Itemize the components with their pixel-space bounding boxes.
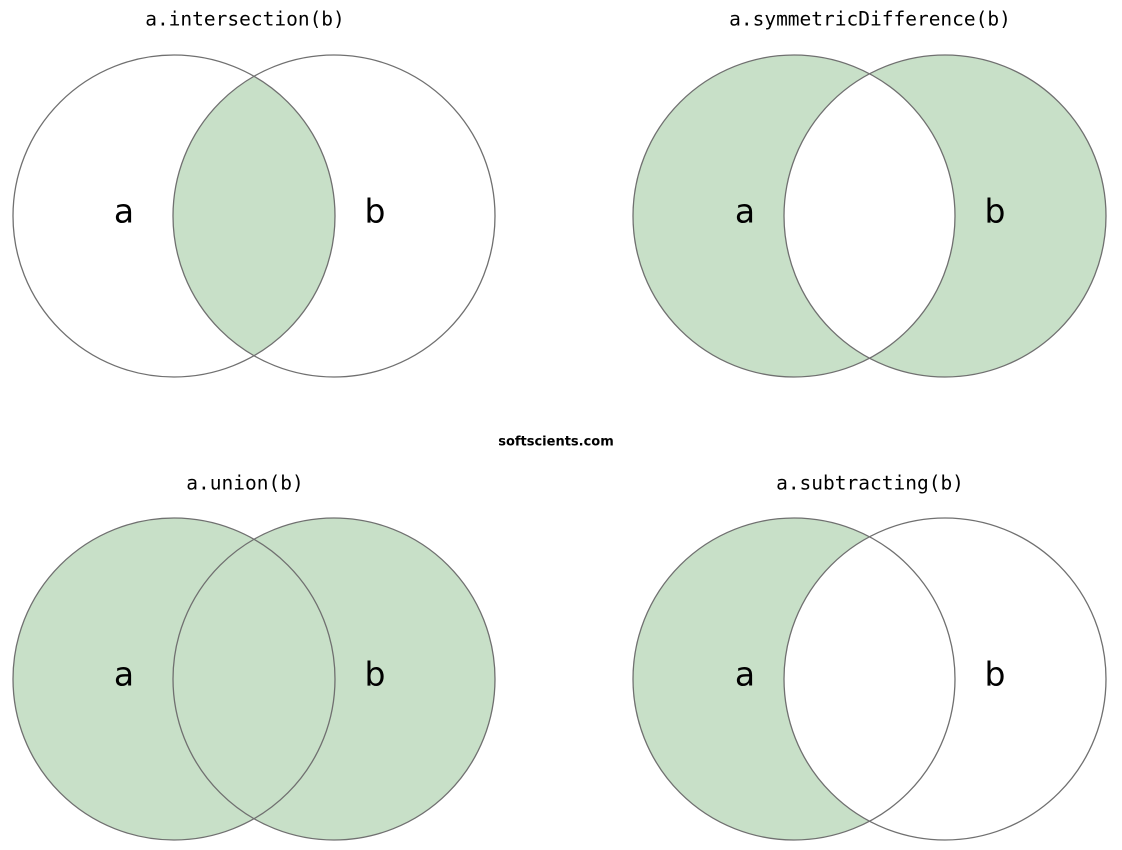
panel-title-subtracting: a.subtracting(b) bbox=[776, 472, 964, 495]
circle-b-outline bbox=[172, 54, 496, 378]
circle-b-outline bbox=[172, 517, 496, 841]
watermark-softscients: softscients.com bbox=[498, 435, 614, 450]
set-label-b: b bbox=[365, 192, 386, 231]
panel-title-union: a.union(b) bbox=[186, 472, 303, 495]
venn-panel-subtracting: a.subtracting(b) a b bbox=[632, 472, 1107, 841]
set-label-b: b bbox=[365, 655, 386, 694]
circle-a-outline bbox=[632, 54, 956, 378]
region-overlap bbox=[173, 518, 335, 840]
set-label-a: a bbox=[735, 655, 755, 694]
set-label-b: b bbox=[985, 655, 1006, 694]
region-b-only bbox=[784, 55, 1106, 377]
circle-a-outline bbox=[632, 517, 956, 841]
panel-title-symmetricDifference: a.symmetricDifference(b) bbox=[729, 8, 1011, 31]
venn-panel-intersection: a.intersection(b) a b bbox=[12, 8, 496, 378]
circle-a-outline bbox=[12, 54, 336, 378]
circle-a-outline bbox=[12, 517, 336, 841]
circle-b-outline bbox=[783, 517, 1107, 841]
venn-panel-union: a.union(b) a b bbox=[12, 472, 496, 841]
region-overlap bbox=[173, 55, 335, 377]
set-label-a: a bbox=[735, 192, 755, 231]
set-label-a: a bbox=[114, 655, 134, 694]
region-a-only bbox=[633, 518, 955, 840]
panel-title-intersection: a.intersection(b) bbox=[145, 8, 345, 31]
circle-b-outline bbox=[783, 54, 1107, 378]
set-label-b: b bbox=[985, 192, 1006, 231]
set-label-a: a bbox=[114, 192, 134, 231]
venn-panel-symmetricDifference: a.symmetricDifference(b) a b bbox=[632, 8, 1107, 378]
